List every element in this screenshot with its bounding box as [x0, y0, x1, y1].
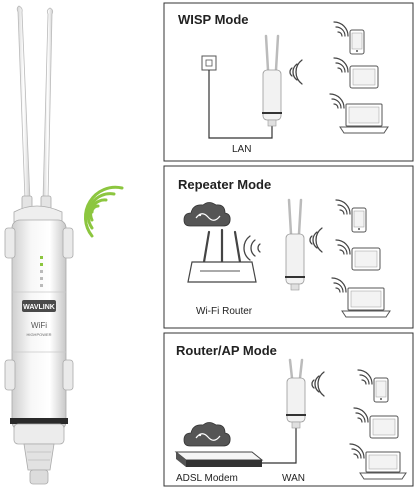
- brand-plate: [22, 300, 56, 312]
- wifi-router-label: Wi-Fi Router: [196, 306, 253, 317]
- highpower-text: HIGHPOWER: [26, 332, 51, 337]
- wan-label: WAN: [282, 473, 305, 484]
- wifi-text: WiFi: [31, 321, 47, 330]
- extender-device-large: WAVLINK WiFi HIGHPOWER: [4, 5, 74, 485]
- wifi-waves-icon: [243, 235, 261, 261]
- tablet-icon: [369, 415, 399, 439]
- antenna-right: [42, 7, 54, 201]
- panel-wisp-mode: WISP Mode LAN: [163, 2, 414, 162]
- wifi-waves-icon: [331, 277, 347, 293]
- lan-label: LAN: [232, 144, 251, 155]
- wifi-waves-icon: [333, 57, 349, 73]
- wifi-waves-icon: [309, 227, 323, 253]
- led-indicators: [40, 256, 43, 287]
- antenna-left: [16, 5, 31, 201]
- adsl-modem-label: ADSL Modem: [176, 473, 238, 484]
- extender-device-small: [262, 34, 282, 127]
- wifi-waves-icon: [311, 371, 325, 397]
- wifi-waves-icon: [357, 369, 373, 385]
- brand-text: WAVLINK: [23, 304, 55, 311]
- panel-title: Repeater Mode: [178, 177, 271, 192]
- internet-cloud-icon: [183, 202, 231, 227]
- extender-device-small: [285, 198, 305, 291]
- wifi-waves-icon: [335, 239, 351, 255]
- laptop-icon: [339, 103, 389, 134]
- tablet-icon: [351, 247, 381, 271]
- lan-cable: [208, 70, 273, 139]
- wifi-waves-icon: [349, 443, 365, 459]
- wifi-router-icon: [187, 228, 257, 283]
- smartphone-icon: [373, 377, 389, 403]
- extender-device-small: [286, 358, 306, 429]
- wifi-waves-icon: [353, 407, 369, 423]
- wifi-waves-icon: [289, 59, 303, 85]
- wifi-waves-icon: [335, 199, 351, 215]
- laptop-icon: [359, 451, 407, 480]
- smartphone-icon: [349, 29, 365, 55]
- smartphone-icon: [351, 207, 367, 233]
- panel-title: WISP Mode: [178, 12, 249, 27]
- wan-cable: [262, 428, 297, 464]
- internet-cloud-icon: [183, 422, 231, 447]
- laptop-icon: [341, 287, 391, 318]
- ethernet-wall-socket-icon: [201, 55, 217, 71]
- panel-title: Router/AP Mode: [176, 343, 277, 358]
- panel-router-ap-mode: Router/AP Mode ADSL Modem WAN: [163, 332, 414, 487]
- tablet-icon: [349, 65, 379, 89]
- wifi-waves-icon: [329, 93, 345, 109]
- adsl-modem-icon: [174, 451, 264, 467]
- wifi-signal-icon: [83, 185, 124, 238]
- wifi-waves-icon: [333, 21, 349, 37]
- panel-repeater-mode: Repeater Mode Wi-Fi Router: [163, 165, 414, 329]
